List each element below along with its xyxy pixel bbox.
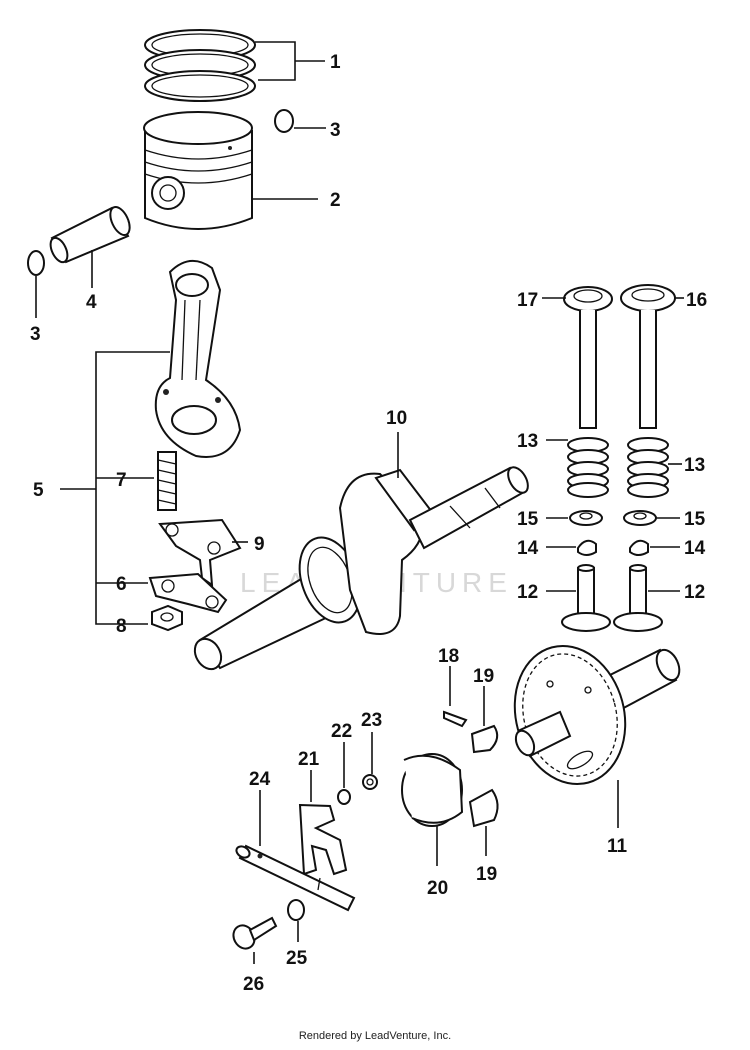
callout-13-left: 13 (517, 431, 538, 452)
exhaust-valve[interactable] (620, 284, 676, 429)
intake-valve[interactable] (563, 286, 613, 429)
lock-plate[interactable] (148, 572, 228, 614)
callout-2: 2 (330, 190, 341, 211)
callout-17: 17 (517, 290, 538, 311)
piston[interactable] (143, 111, 253, 230)
retainer-23[interactable] (362, 774, 378, 790)
callout-25: 25 (286, 948, 308, 969)
callout-10: 10 (386, 408, 407, 429)
governor-shaft[interactable] (234, 844, 356, 912)
callout-14-left: 14 (517, 538, 539, 559)
crankshaft[interactable] (190, 464, 532, 674)
rod-bolt[interactable] (157, 451, 177, 511)
callout-24: 24 (249, 769, 271, 790)
valve-spring-right[interactable] (627, 437, 669, 498)
washer-22[interactable] (337, 789, 351, 805)
screw-26[interactable] (229, 916, 278, 952)
callout-19-bottom: 19 (476, 864, 497, 885)
callout-1: 1 (330, 52, 341, 73)
oil-dipper[interactable] (158, 518, 242, 588)
callout-6: 6 (116, 574, 127, 595)
tappet-right[interactable] (613, 564, 663, 632)
valve-keeper-right[interactable] (629, 539, 649, 556)
governor-fork[interactable] (298, 803, 348, 876)
tappet-left[interactable] (561, 564, 611, 632)
piston-rings[interactable] (144, 29, 256, 102)
rod-nut[interactable] (151, 604, 183, 632)
callout-14-right: 14 (684, 538, 706, 559)
washer-25[interactable] (287, 899, 305, 921)
governor-pin[interactable] (443, 710, 468, 728)
callout-3-top: 3 (330, 120, 341, 141)
spring-retainer-left[interactable] (569, 510, 603, 526)
callout-7: 7 (116, 470, 127, 491)
callout-18: 18 (438, 646, 459, 667)
callout-12-left: 12 (517, 582, 538, 603)
governor-weight-bottom[interactable] (468, 788, 499, 828)
callout-13-right: 13 (684, 455, 705, 476)
callout-4: 4 (86, 292, 97, 313)
callout-15-left: 15 (517, 509, 539, 530)
callout-19-top: 19 (473, 666, 494, 687)
valve-keeper-left[interactable] (577, 539, 597, 556)
callout-26: 26 (243, 974, 264, 995)
piston-pin[interactable] (47, 204, 133, 265)
footer-credit: Rendered by LeadVenture, Inc. (298, 1030, 452, 1042)
callout-3-left: 3 (30, 324, 41, 345)
callout-9: 9 (254, 534, 265, 555)
callout-20: 20 (427, 878, 448, 899)
spring-retainer-right[interactable] (623, 510, 657, 526)
governor-sleeve[interactable] (401, 753, 464, 827)
piston-pin-clip-left[interactable] (27, 250, 45, 276)
callout-23: 23 (361, 710, 382, 731)
governor-weight-top[interactable] (470, 724, 499, 754)
connecting-rod[interactable] (154, 260, 242, 458)
piston-pin-clip-right[interactable] (274, 109, 294, 133)
callout-5: 5 (33, 480, 44, 501)
camshaft-gear[interactable] (500, 633, 684, 796)
callout-11: 11 (607, 836, 628, 857)
callout-22: 22 (331, 721, 352, 742)
callout-8: 8 (116, 616, 127, 637)
callout-15-right: 15 (684, 509, 706, 530)
callout-12-right: 12 (684, 582, 705, 603)
callout-21: 21 (298, 749, 320, 770)
callout-16: 16 (686, 290, 707, 311)
valve-spring-left[interactable] (567, 437, 609, 498)
